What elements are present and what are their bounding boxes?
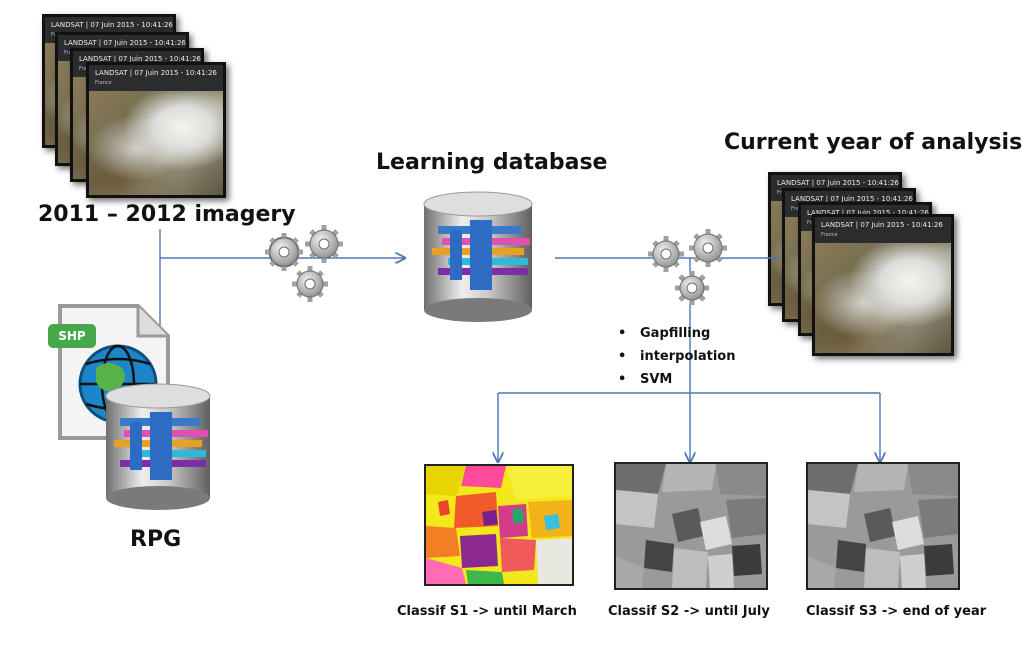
classif-s1-map [424, 464, 574, 586]
gears-icon [265, 225, 343, 302]
method-item: •SVM [618, 372, 673, 387]
classif-s2-map [614, 462, 768, 590]
method-item: •Gapfilling [618, 326, 711, 341]
gears-icon-right [648, 229, 727, 305]
current-year-label: Current year of analysis [724, 130, 1023, 155]
learning-db-label: Learning database [376, 150, 608, 175]
methods-list: •Gapfilling •interpolation •SVM [618, 322, 735, 391]
classif-s3-map [806, 462, 960, 590]
rpg-label: RPG [130, 527, 182, 552]
classif-s1-label: Classif S1 -> until March [397, 604, 577, 619]
shp-badge: SHP [48, 324, 96, 348]
rpg-database-icon [105, 383, 211, 510]
database-icon [423, 191, 533, 322]
classif-s2-label: Classif S2 -> until July [608, 604, 770, 619]
classif-s3-label: Classif S3 -> end of year [806, 604, 987, 619]
method-item: •interpolation [618, 349, 736, 364]
imagery-label: 2011 – 2012 imagery [38, 202, 296, 227]
